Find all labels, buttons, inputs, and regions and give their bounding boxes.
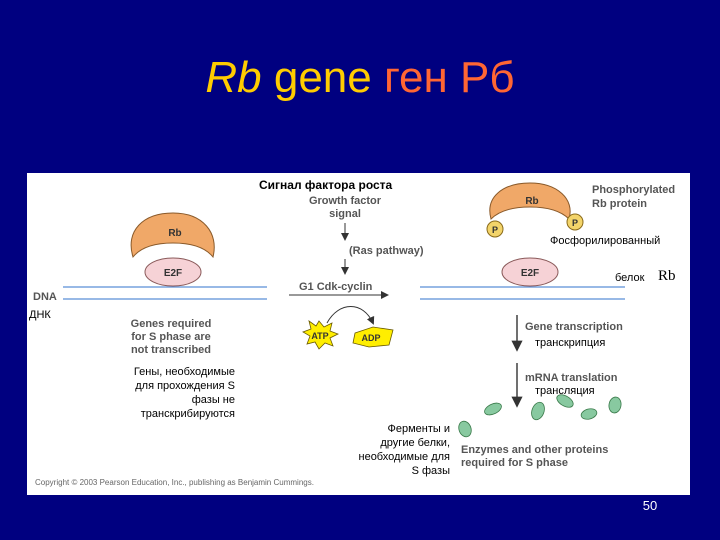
signal-en-line1: Growth factor [308, 195, 382, 207]
e2f-label-left: E2F [164, 268, 182, 279]
enzyme-2 [531, 401, 545, 421]
genes-ru-line4: транскрибируются [140, 408, 235, 420]
enzyme-1 [484, 402, 502, 416]
rb-serif-label: Rb [658, 268, 676, 284]
e2f-label-right: E2F [521, 268, 539, 279]
phosphate-left [486, 220, 504, 238]
phosphate-right [566, 213, 584, 231]
enzyme-6 [458, 420, 472, 438]
belok-label: белок [615, 272, 645, 284]
e2f-right [501, 257, 559, 287]
adp-shape [352, 326, 394, 348]
enzyme-5 [608, 396, 622, 414]
genes-en-line1: Genes required [130, 318, 212, 330]
phospho-en-line1: Phosphorylated [592, 184, 676, 196]
enzymes-en-line2: required for S phase [461, 457, 568, 469]
page-number: 50 [642, 498, 658, 513]
genes-en-line2: for S phase are [131, 331, 211, 343]
genes-en-line3: not transcribed [130, 344, 212, 356]
enzymes-ru-line2: другие белки, [380, 437, 450, 449]
signal-en-line2: signal [329, 208, 361, 220]
rb-label-right: Rb [525, 196, 538, 207]
adp-label: ADP [361, 333, 380, 343]
phospho-ru-label: Фосфорилированный [550, 235, 661, 247]
diagram-graphics: Rb E2F Rb P P E2F ATP ADP [63, 182, 625, 438]
enzymes-ru-line3: необходимые для [358, 451, 451, 463]
cdk-label: G1 Cdk-cyclin [299, 281, 373, 293]
slide-title: Rb gene ген Рб [0, 52, 720, 104]
signal-ru-label: Сигнал фактора роста [259, 178, 393, 192]
genes-ru-line1: Гены, необходимые [133, 366, 235, 378]
atp-label: ATP [311, 331, 328, 341]
mrna-translation-en: mRNA translation [525, 372, 618, 384]
enzyme-3 [556, 394, 574, 408]
enzyme-4 [580, 408, 598, 420]
rb-label-left: Rb [168, 228, 181, 239]
rb-protein-left [130, 212, 215, 259]
dna-en-label: DNA [33, 291, 57, 303]
title-gene: gene [261, 53, 372, 102]
phosphate-left-label: P [492, 225, 498, 235]
title-russian: ген Рб [371, 53, 515, 102]
genes-ru-line3: фазы не [191, 394, 235, 406]
phospho-en-line2: Rb protein [592, 198, 647, 210]
mrna-translation-ru: трансляция [535, 385, 595, 397]
enzymes-ru-line4: S фазы [411, 465, 450, 477]
genes-ru-line2: для прохождения S [135, 380, 235, 392]
e2f-left [144, 257, 202, 287]
enzymes-en-line1: Enzymes and other proteins [461, 444, 609, 456]
atp-star [302, 320, 339, 350]
copyright-notice: Copyright © 2003 Pearson Education, Inc.… [35, 478, 314, 487]
title-rb: Rb [205, 53, 262, 102]
atp-adp-arrow [326, 306, 375, 325]
gene-transcription-en: Gene transcription [525, 321, 623, 333]
enzymes-ru-line1: Ферменты и [387, 423, 451, 435]
diagram-panel: Rb E2F Rb P P E2F ATP ADP [27, 173, 690, 495]
phosphate-right-label: P [572, 218, 578, 228]
gene-transcription-ru: транскрипция [535, 337, 606, 349]
dna-ru-label: ДНК [29, 309, 51, 321]
ras-pathway-label: (Ras pathway) [349, 245, 424, 257]
